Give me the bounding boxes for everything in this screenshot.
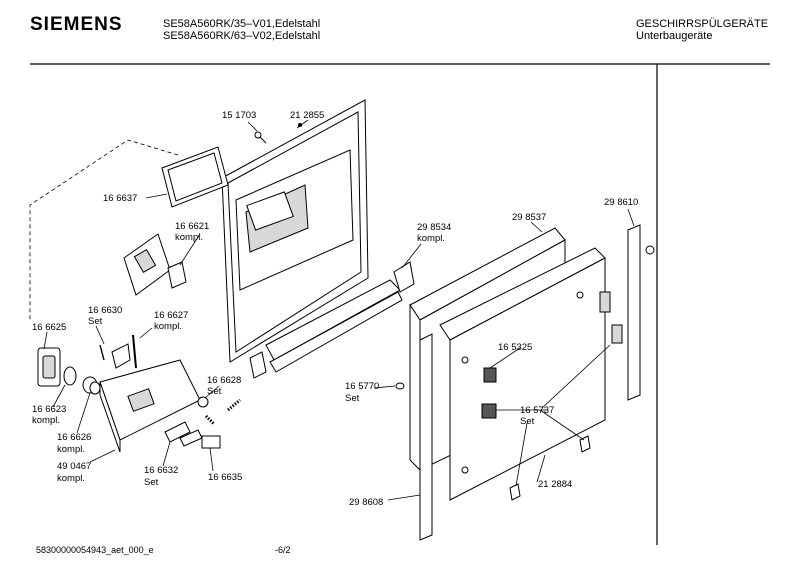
screw-151703: [254, 131, 267, 144]
label-165737-set: Set: [520, 416, 535, 427]
label-212855: 21 2855: [290, 110, 325, 121]
foot-left: [509, 483, 521, 501]
label-166621-kompl: kompl.: [175, 232, 203, 243]
switch-166635: [201, 435, 221, 449]
bracket-mid: [611, 324, 623, 344]
label-166630: 16 6630: [88, 305, 123, 316]
page-number: -6/2: [275, 545, 291, 555]
label-166625: 16 6625: [32, 322, 67, 333]
clip-298534: [393, 261, 415, 293]
inner-door-panel: [221, 99, 369, 363]
bracket-166630: [111, 343, 131, 369]
label-151703: 15 1703: [222, 110, 257, 121]
label-165325: 16 5325: [498, 342, 533, 353]
label-166627: 16 6627: [154, 310, 189, 321]
brand-logo: SIEMENS: [30, 14, 123, 35]
label-490467: 49 0467: [57, 461, 92, 472]
label-165770: 16 5770: [345, 381, 380, 392]
label-298534: 29 8534: [417, 222, 452, 233]
ring-166623: [63, 366, 77, 386]
label-298534-kompl: kompl.: [417, 233, 445, 244]
door-lining: [439, 247, 606, 501]
label-165770-set: Set: [345, 393, 360, 404]
label-166627-kompl: kompl.: [154, 321, 182, 332]
label-298608: 29 8608: [349, 497, 384, 508]
document-id: 58300000054943_aet_000_e: [36, 545, 154, 555]
label-166628: 16 6628: [207, 375, 242, 386]
clip-166632: [164, 421, 191, 443]
foot-right: [579, 435, 591, 453]
detergent-cover: [123, 233, 187, 296]
label-166623: 16 6623: [32, 404, 67, 415]
label-165737: 16 5737: [520, 405, 555, 416]
side-trim-right: [627, 224, 641, 401]
label-166635: 16 6635: [208, 472, 243, 483]
model-line-2: SE58A560RK/63–V02,Edelstahl: [163, 30, 321, 42]
label-298537: 29 8537: [512, 212, 547, 223]
label-166637: 16 6637: [103, 193, 138, 204]
plug-165770: [395, 382, 405, 390]
hinge-165737: [481, 403, 497, 419]
latch-165325: [483, 367, 497, 383]
bracket-top: [599, 291, 611, 313]
label-298610: 29 8610: [604, 197, 639, 208]
label-166626: 16 6626: [57, 432, 92, 443]
label-166630-set: Set: [88, 316, 103, 327]
bottom-rail: [249, 279, 403, 379]
model-line-1: SE58A560RK/35–V01,Edelstahl: [163, 18, 321, 30]
cap-298610: [645, 245, 655, 255]
label-166632-set: Set: [144, 477, 159, 488]
pin-166630: [99, 344, 105, 361]
label-166626-kompl: kompl.: [57, 444, 85, 455]
label-166632: 16 6632: [144, 465, 179, 476]
dashed-guide: [29, 139, 179, 320]
leader-lines: [43, 119, 635, 501]
subcategory-title: Unterbaugeräte: [636, 30, 713, 42]
rod-166627: [132, 334, 137, 369]
label-212884: 21 2884: [538, 479, 573, 490]
springs-166628: [197, 396, 241, 426]
label-490467-kompl: kompl.: [57, 473, 85, 484]
side-trim-left: [419, 333, 433, 541]
category-title: GESCHIRRSPÜLGERÄTE: [636, 18, 769, 30]
label-166623-kompl: kompl.: [32, 415, 60, 426]
label-166628-set: Set: [207, 386, 222, 397]
window-gasket: [161, 146, 229, 208]
label-166621: 16 6621: [175, 221, 210, 232]
